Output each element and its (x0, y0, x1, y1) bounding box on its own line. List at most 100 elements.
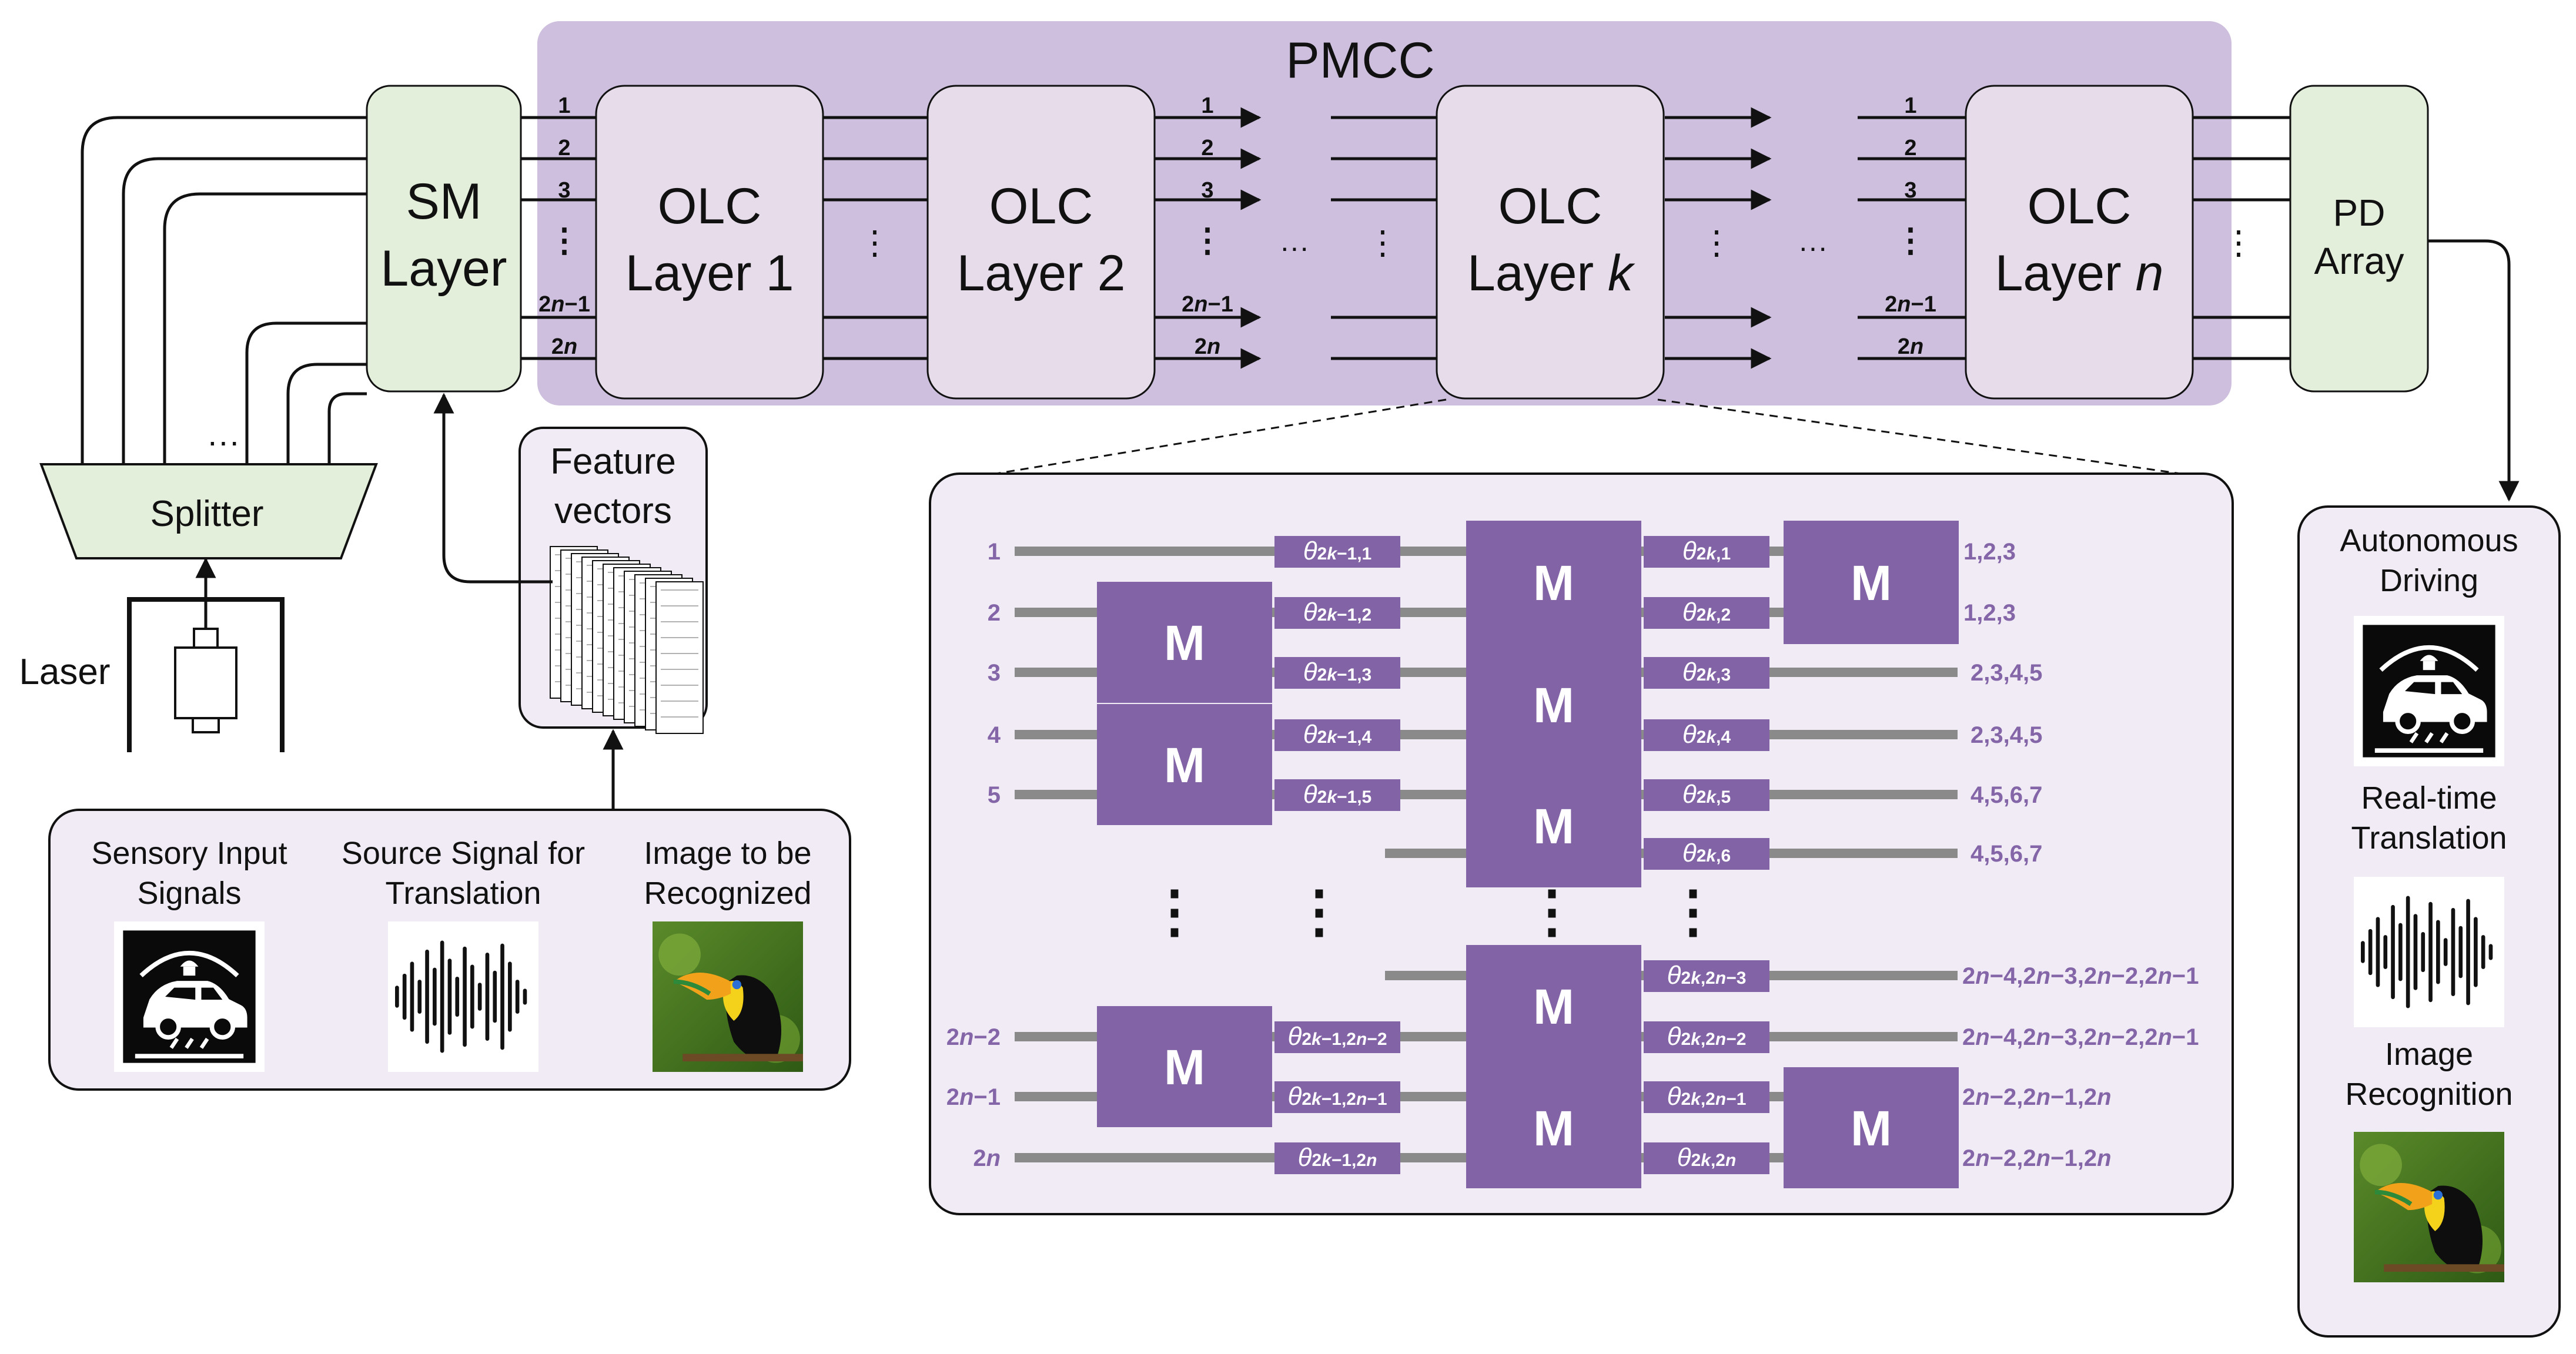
phase-shifter[interactable] (1274, 1081, 1400, 1113)
outputs-items: AutonomousDrivingReal-timeTranslationIma… (2340, 523, 2518, 1282)
mzi-m-block[interactable] (1097, 1006, 1272, 1127)
mzi-m-block[interactable] (1097, 582, 1272, 703)
detail-output-label: 2,3,4,5 (1971, 660, 2042, 686)
olc-layer-box[interactable] (1436, 85, 1665, 400)
detail-vertical-ellipsis: ⋮ (1291, 880, 1347, 943)
phase-shifter[interactable] (1274, 1021, 1400, 1053)
input-item-title-2: Recognized (644, 876, 811, 911)
mzi-m-block[interactable] (1466, 644, 1641, 765)
mzi-m-label: M (1533, 979, 1574, 1034)
phase-label: θ2k,2n−3 (1667, 961, 1747, 990)
phase-shifter[interactable] (1644, 779, 1769, 811)
feature-to-sm-arrow (433, 393, 553, 584)
phase-label: θ2k−1,2n (1298, 1143, 1377, 1172)
vertical-ellipsis: ⋮ (1700, 224, 1733, 261)
port-label: 2 (558, 136, 570, 160)
phase-shifter[interactable] (1274, 719, 1400, 751)
port-label: 2 (1904, 136, 1916, 160)
feature-vectors-label-2: vectors (554, 491, 672, 531)
detail-output-label: 1,2,3 (1963, 600, 2016, 626)
pmcc-title: PMCC (1286, 32, 1434, 89)
splitter-label: Splitter (150, 494, 264, 534)
pd-array-label: PD (2333, 192, 2386, 234)
mzi-m-block[interactable] (1466, 1067, 1641, 1188)
olc-layer-title: OLC (989, 178, 1093, 234)
mzi-m-label: M (1533, 678, 1574, 733)
port-label-ellipsis: ⋮ (1191, 222, 1224, 259)
phase-label: θ2k−1,5 (1303, 780, 1371, 809)
port-label: 3 (1904, 178, 1916, 203)
mzi-m-label: M (1851, 1101, 1892, 1156)
olc-layer-title: OLC (2028, 178, 2132, 234)
input-item-title: Image to be (644, 836, 811, 871)
mzi-m-label: M (1533, 555, 1574, 611)
phase-shifter[interactable] (1274, 1142, 1400, 1174)
detail-output-label: 1,2,3 (1963, 539, 2016, 565)
phase-shifter[interactable] (1644, 838, 1769, 870)
phase-label: θ2k,1 (1682, 537, 1731, 565)
car-sensor-icon (2354, 616, 2504, 766)
detail-vertical-ellipsis: ⋮ (1146, 880, 1203, 943)
mzi-m-block[interactable] (1097, 704, 1272, 825)
port-label: 1 (558, 93, 570, 118)
olc-layer-index-label: Layer n (1995, 245, 2164, 301)
port-label: 2n−1 (1182, 292, 1233, 317)
pd-output-arrow (2428, 239, 2520, 502)
detail-output-label: 2,3,4,5 (1971, 722, 2042, 748)
phase-label: θ2k,2n−2 (1667, 1022, 1747, 1051)
phase-shifter[interactable] (1644, 719, 1769, 751)
mzi-m-block[interactable] (1466, 764, 1641, 887)
toucan-image (2354, 1132, 2504, 1282)
phase-label: θ2k−1,4 (1303, 720, 1372, 749)
olc-layer-index-label: Layer 2 (957, 245, 1126, 301)
phase-label: θ2k,5 (1682, 780, 1731, 809)
output-item-title-2: Translation (2351, 820, 2507, 856)
detail-vertical-ellipsis: ⋮ (1665, 880, 1721, 943)
olc-layer-title: OLC (1498, 178, 1603, 234)
detail-output-label: 2n−4,2n−3,2n−2,2n−1 (1962, 1024, 2199, 1050)
phase-shifter[interactable] (1274, 536, 1400, 568)
detail-output-label: 2n−2,2n−1,2n (1962, 1145, 2112, 1171)
port-label: 2 (1201, 136, 1213, 160)
waveform-icon (2354, 877, 2504, 1027)
phase-shifter[interactable] (1644, 1142, 1769, 1174)
olc-layer-box[interactable] (926, 85, 1156, 400)
splitter-fibers (81, 116, 367, 464)
detail-output-label: 4,5,6,7 (1971, 782, 2042, 808)
phase-shifter[interactable] (1644, 536, 1769, 568)
phase-shifter[interactable] (1644, 597, 1769, 629)
phase-shifter[interactable] (1274, 779, 1400, 811)
phase-shifter[interactable] (1644, 657, 1769, 689)
port-label: 2n−1 (538, 292, 590, 317)
input-item-title-2: Translation (385, 876, 541, 911)
output-item-title: Image (2385, 1037, 2473, 1072)
phase-shifter[interactable] (1274, 657, 1400, 689)
detail-vertical-ellipsis: ⋮ (1524, 880, 1580, 943)
olc-layer-box[interactable] (1965, 85, 2194, 400)
mzi-m-block[interactable] (1784, 1067, 1959, 1188)
phase-label: θ2k,2 (1682, 598, 1731, 626)
mzi-m-block[interactable] (1784, 521, 1959, 644)
feature-vectors-label: Feature (550, 441, 676, 482)
olc-layer-box[interactable] (595, 85, 824, 400)
phase-shifter[interactable] (1644, 1081, 1769, 1113)
output-item-title: Real-time (2361, 780, 2497, 816)
phase-shifter[interactable] (1644, 960, 1769, 992)
pd-array-box[interactable] (2289, 85, 2429, 393)
splitter-box[interactable] (39, 463, 378, 559)
horizontal-ellipsis: ··· (1798, 231, 1828, 264)
laser-icon (174, 628, 237, 733)
sm-layer-label-2: Layer (380, 240, 507, 297)
sm-layer-box[interactable] (366, 85, 522, 393)
vertical-ellipsis: ⋮ (2222, 224, 2255, 261)
phase-shifter[interactable] (1644, 1021, 1769, 1053)
mzi-m-block[interactable] (1466, 521, 1641, 644)
mzi-m-block[interactable] (1466, 945, 1641, 1067)
vertical-ellipsis: ⋮ (858, 224, 891, 261)
toucan-image (653, 921, 803, 1072)
port-label: 3 (558, 178, 570, 203)
phase-shifter[interactable] (1274, 597, 1400, 629)
mzi-m-label: M (1533, 799, 1574, 854)
mzi-m-label: M (1164, 738, 1205, 793)
